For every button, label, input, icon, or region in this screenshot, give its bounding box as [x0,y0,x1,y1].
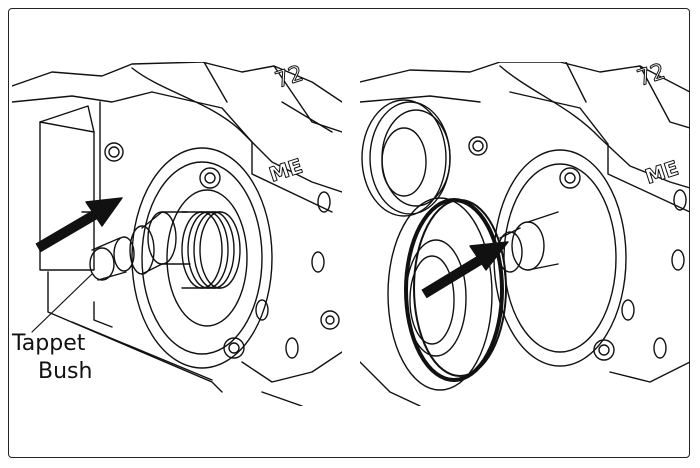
arrow-icon [421,241,509,299]
right-line-drawing: 72 ME [360,62,690,406]
engraved-number-right: 72 [634,62,668,92]
tappet-bush-part [89,247,115,281]
tappet-bush-label: Tappet Bush [12,330,112,386]
panel-right-fitted-view: 72 ME [360,62,690,406]
arrow-icon [35,197,123,253]
engraved-number-left: 72 [272,62,306,94]
tappet-bush-label-line2: Bush [38,359,93,384]
panel-left-exploded-view: 72 ME [12,62,342,406]
seal-ring-part [387,197,507,391]
figure-frame [8,8,690,458]
tappet-bush-label-line1: Tappet [12,331,86,356]
pointer-leader-line [31,273,93,333]
left-line-drawing: 72 ME [12,62,342,406]
engraved-letters-left: ME [266,154,305,187]
